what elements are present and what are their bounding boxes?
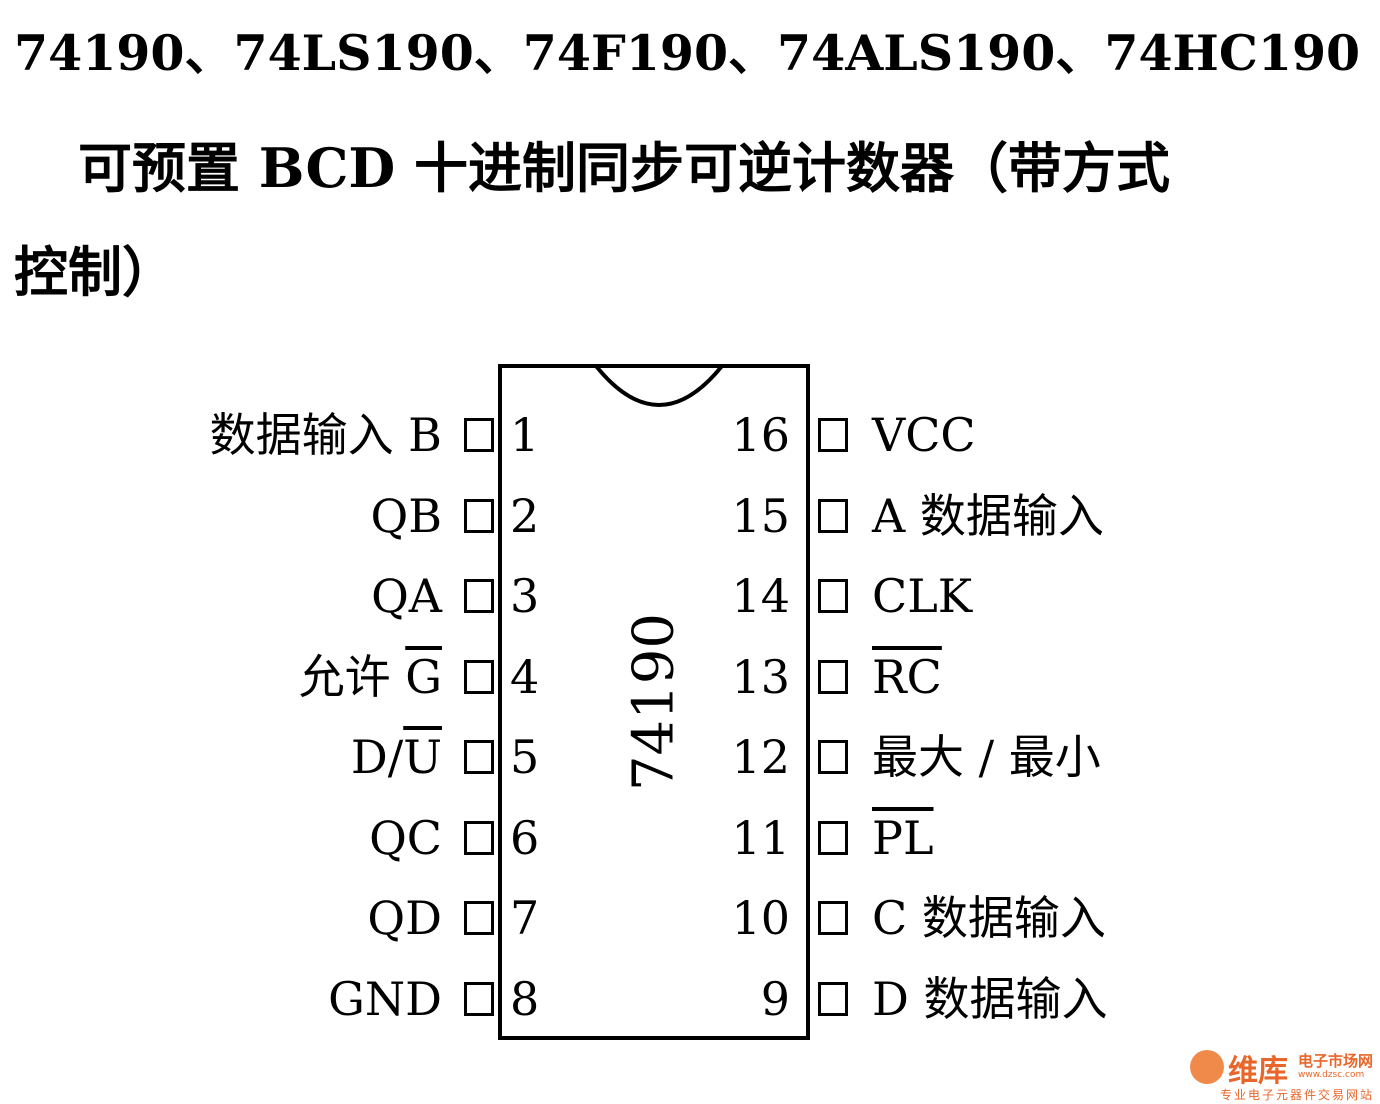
pin-number: 2 [510, 488, 540, 543]
watermark-name: 维库 [1228, 1054, 1288, 1089]
pin-label: QB [370, 491, 442, 541]
pin-box-left [464, 579, 494, 613]
pin-box-right [818, 579, 848, 613]
pin-label-text: QA [371, 569, 442, 623]
pin-label-text: 数据输入 B [209, 408, 442, 462]
pin-box-left [464, 498, 494, 533]
pin-box-left [464, 659, 494, 694]
pin-label: D/U [351, 732, 442, 782]
pin-number: 9 [760, 971, 790, 1026]
pin-number: 10 [731, 891, 790, 945]
pin-label: C 数据输入 [872, 893, 1106, 943]
pin-label: QC [369, 813, 442, 863]
pin-number: 14 [731, 569, 790, 623]
pin-label: 数据输入 B [210, 410, 442, 460]
pin-label-prefix: 允许 [298, 649, 406, 704]
pin-label: GND [328, 974, 442, 1024]
pin-number: 7 [510, 891, 540, 945]
pin-label: QA [371, 571, 442, 621]
pin-box-right [818, 659, 848, 694]
pin-number: 16 [731, 408, 790, 462]
pin-label-active-low: RC [872, 649, 942, 704]
pin-label-text: D 数据输入 [872, 971, 1108, 1026]
watermark-logo-icon [1190, 1050, 1224, 1084]
pin-number: 8 [510, 971, 540, 1026]
pin-box-right [818, 981, 848, 1016]
pin-box-right [818, 901, 848, 935]
pin-box-left [464, 418, 494, 452]
watermark-url: www.dzsc.com [1298, 1070, 1365, 1080]
pin-label: VCC [872, 410, 976, 460]
pin-label-text: QC [369, 810, 442, 865]
pin-number: 5 [510, 730, 540, 784]
chip-body [498, 364, 810, 1040]
pin-label-text: VCC [872, 408, 976, 462]
pin-label: A 数据输入 [872, 491, 1104, 541]
pin-number: 3 [510, 569, 540, 623]
page-title: 74190、74LS190、74F190、74ALS190、74HC190 [14, 24, 1361, 82]
pin-label-text: GND [328, 971, 442, 1026]
pin-label: CLK [872, 571, 972, 621]
pin-box-right [818, 820, 848, 855]
pin-number: 12 [731, 730, 790, 784]
chip-part-number: 74190 [621, 612, 687, 792]
pin-label-prefix: D/ [350, 730, 404, 784]
watermark-slogan: 专业电子元器件交易网站 [1220, 1088, 1375, 1102]
pin-label-text: CLK [872, 569, 973, 623]
pin-number: 15 [731, 488, 790, 543]
pin-label-text: C 数据输入 [872, 891, 1106, 945]
pin-number: 1 [510, 408, 540, 462]
pin-label: 最大 / 最小 [872, 732, 1101, 782]
pin-label: D 数据输入 [872, 974, 1108, 1024]
pin-box-right [818, 740, 848, 774]
pin-box-left [464, 901, 494, 935]
pin-box-left [464, 981, 494, 1016]
pin-label: PL [872, 813, 934, 863]
watermark-site: 电子市场网 [1298, 1052, 1374, 1070]
pin-number: 6 [510, 810, 540, 865]
watermark: 维库 电子市场网 www.dzsc.com 专业电子元器件交易网站 [1190, 1046, 1376, 1102]
pin-box-right [818, 418, 848, 452]
pin-label-active-low: PL [872, 810, 934, 865]
pin-label-active-low: G [405, 649, 442, 704]
pin-number: 13 [731, 649, 790, 704]
pin-label-text: QB [370, 488, 442, 543]
pin-label-text: QD [367, 891, 442, 945]
pin-label-active-low: U [403, 730, 442, 784]
pin-number: 11 [731, 810, 790, 865]
pin-box-right [818, 498, 848, 533]
pin-label: RC [872, 652, 942, 702]
pin-label: QD [367, 893, 442, 943]
pin-label-text: A 数据输入 [872, 488, 1104, 543]
pin-number: 4 [510, 649, 540, 704]
pin-box-left [464, 740, 494, 774]
page-subtitle: 可预置 BCD 十进制同步可逆计数器（带方式 [78, 136, 1171, 200]
pin-box-left [464, 820, 494, 855]
page-subtitle-continued: 控制） [14, 240, 176, 304]
chip-notch [594, 364, 724, 407]
pin-label-text: 最大 / 最小 [872, 730, 1101, 784]
pin-label: 允许 G [299, 652, 442, 702]
